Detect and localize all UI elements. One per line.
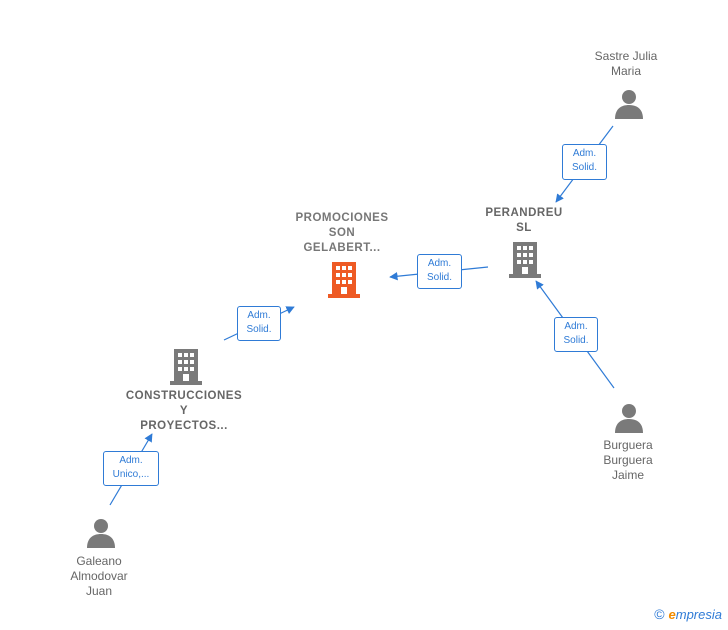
edge-label-construcciones-promociones[interactable]: Adm. Solid.: [237, 306, 281, 341]
copyright-icon: ©: [654, 606, 665, 622]
edge-label-perandreu-promociones[interactable]: Adm. Solid.: [417, 254, 462, 289]
edge-label-sastre-perandreu[interactable]: Adm. Solid.: [562, 144, 607, 180]
person-icon[interactable]: [614, 89, 644, 119]
node-label-sastre[interactable]: Sastre Julia Maria: [594, 49, 658, 78]
person-icon[interactable]: [614, 403, 644, 433]
building-icon[interactable]: [328, 262, 360, 298]
node-label-perandreu[interactable]: PERANDREU SL: [485, 207, 563, 234]
node-label-galeano[interactable]: Galeano Almodovar Juan: [70, 554, 128, 598]
building-icon[interactable]: [170, 349, 202, 385]
edge-label-galeano-construcciones[interactable]: Adm. Unico,...: [103, 451, 159, 486]
brand-initial: e: [668, 607, 676, 622]
node-label-promociones[interactable]: PROMOCIONES SON GELABERT...: [295, 212, 389, 254]
node-label-burguera[interactable]: Burguera Burguera Jaime: [603, 438, 653, 482]
person-icon[interactable]: [86, 518, 116, 548]
edge-label-burguera-perandreu[interactable]: Adm. Solid.: [554, 317, 598, 352]
brand-name: mpresia: [675, 607, 722, 622]
node-label-construcciones[interactable]: CONSTRUCCIONES Y PROYECTOS...: [125, 390, 243, 432]
brand-watermark: ©empresia: [654, 606, 722, 622]
building-icon[interactable]: [509, 242, 541, 278]
